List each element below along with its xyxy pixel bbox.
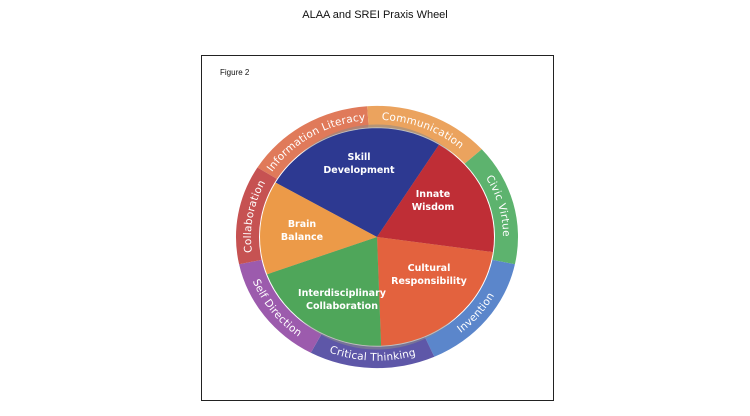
inner-pie <box>260 128 495 346</box>
figure-label: Figure 2 <box>220 68 250 77</box>
slice-label-innate: Innate <box>416 189 450 200</box>
page-title: ALAA and SREI Praxis Wheel <box>302 9 448 21</box>
ring-segment-communication <box>367 105 482 164</box>
ring-segment-civic-virtue <box>464 149 518 265</box>
ring-segment-information-literacy <box>257 106 369 179</box>
slice-interdisciplinary-collaboration <box>267 237 382 346</box>
slice-cultural-responsibility <box>377 237 493 346</box>
slice-label-skill: Skill <box>348 152 371 163</box>
slice-label-wisdom: Wisdom <box>412 202 455 213</box>
slice-skill-development <box>275 128 440 237</box>
ring-segment-collaboration <box>236 167 277 265</box>
slice-label-collaboration: Collaboration <box>306 301 378 312</box>
slice-label-balance: Balance <box>281 232 323 243</box>
ring-segment-invention <box>424 259 515 357</box>
outer-ring <box>236 105 518 369</box>
slice-label-development: Development <box>323 165 395 176</box>
slice-brain-balance <box>260 182 377 275</box>
figure-frame: Figure 2 <box>201 55 554 401</box>
slice-label-cultural: Cultural <box>408 263 451 274</box>
slice-innate-wisdom <box>377 144 495 253</box>
pie-labels: Skill Development Innate Wisdom Cultural… <box>281 152 468 312</box>
slice-label-responsibility: Responsibility <box>391 276 468 287</box>
praxis-wheel: Information Literacy Communication Civic… <box>236 105 518 369</box>
ring-segment-self-direction <box>239 259 322 353</box>
slice-label-interdisciplinary: Interdisciplinary <box>298 288 387 299</box>
slice-label-brain: Brain <box>288 219 317 230</box>
